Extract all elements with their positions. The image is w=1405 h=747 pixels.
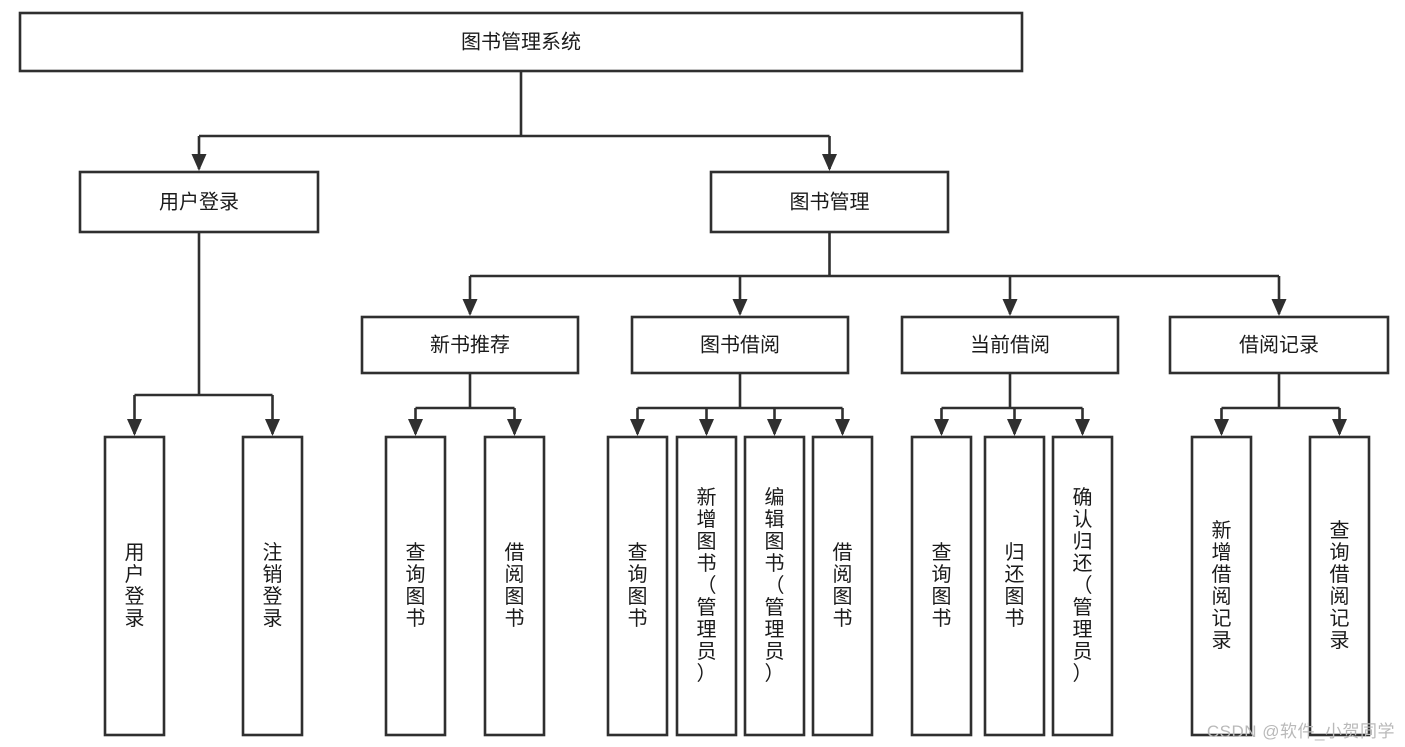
node-label: 用户登录 bbox=[159, 190, 239, 213]
arrow-head-icon bbox=[127, 419, 142, 436]
arrow-head-icon bbox=[699, 419, 714, 436]
node-user-login[interactable]: 用户登录 bbox=[78, 170, 320, 234]
node-leaf-query-book-c[interactable]: 查询图书 bbox=[910, 435, 973, 737]
arrow-head-icon bbox=[630, 419, 645, 436]
node-leaf-add-book-admin[interactable]: 新增图书（管理员） bbox=[675, 435, 738, 737]
node-leaf-user-logout[interactable]: 注销登录 bbox=[241, 435, 304, 737]
node-label: 注销登录 bbox=[263, 541, 283, 630]
node-label: 图书借阅 bbox=[700, 333, 780, 356]
arrow-head-icon bbox=[732, 299, 748, 316]
node-label: 确认归还（管理员） bbox=[1073, 486, 1093, 685]
arrow-head-icon bbox=[1002, 299, 1018, 316]
arrow-head-icon bbox=[822, 154, 837, 171]
node-leaf-add-record[interactable]: 新增借阅记录 bbox=[1190, 435, 1253, 737]
arrow-head-icon bbox=[934, 419, 949, 436]
node-book-borrow[interactable]: 图书借阅 bbox=[630, 315, 850, 375]
node-current-borrow[interactable]: 当前借阅 bbox=[900, 315, 1120, 375]
node-label: 图书管理系统 bbox=[461, 30, 581, 53]
arrow-head-icon bbox=[191, 154, 207, 171]
arrow-head-icon bbox=[462, 299, 478, 316]
node-leaf-confirm-return-admin[interactable]: 确认归还（管理员） bbox=[1051, 435, 1114, 737]
node-label: 查询图书 bbox=[932, 541, 952, 630]
node-label: 新书推荐 bbox=[430, 333, 510, 356]
node-label: 新增借阅记录 bbox=[1212, 519, 1232, 652]
node-leaf-query-book-rec[interactable]: 查询图书 bbox=[384, 435, 447, 737]
node-label: 借阅图书 bbox=[505, 541, 525, 630]
node-label: 当前借阅 bbox=[970, 333, 1050, 356]
csdn-watermark: CSDN @软件_小贺同学 bbox=[1206, 722, 1395, 741]
node-label: 查询图书 bbox=[628, 541, 648, 630]
node-leaf-user-login[interactable]: 用户登录 bbox=[103, 435, 166, 737]
node-label: 归还图书 bbox=[1005, 541, 1025, 630]
arrow-head-icon bbox=[265, 419, 280, 436]
node-leaf-query-book-b[interactable]: 查询图书 bbox=[606, 435, 669, 737]
node-leaf-borrow-book-b[interactable]: 借阅图书 bbox=[811, 435, 874, 737]
node-label: 借阅图书 bbox=[833, 541, 853, 630]
node-leaf-return-book[interactable]: 归还图书 bbox=[983, 435, 1046, 737]
node-label: 新增图书（管理员） bbox=[697, 486, 717, 685]
arrow-head-icon bbox=[1332, 419, 1347, 436]
node-layer: 图书管理系统用户登录图书管理新书推荐图书借阅当前借阅借阅记录用户登录注销登录查询… bbox=[18, 11, 1390, 737]
node-label: 借阅记录 bbox=[1239, 333, 1319, 356]
node-label: 图书管理 bbox=[790, 190, 870, 213]
node-book-manage[interactable]: 图书管理 bbox=[709, 170, 950, 234]
arrow-head-icon bbox=[1271, 299, 1287, 316]
connector-layer bbox=[127, 71, 1347, 436]
node-leaf-edit-book-admin[interactable]: 编辑图书（管理员） bbox=[743, 435, 806, 737]
node-label: 查询借阅记录 bbox=[1330, 519, 1350, 652]
arrow-head-icon bbox=[507, 419, 522, 436]
node-label: 编辑图书（管理员） bbox=[765, 486, 785, 685]
node-leaf-query-record[interactable]: 查询借阅记录 bbox=[1308, 435, 1371, 737]
arrow-head-icon bbox=[1214, 419, 1229, 436]
node-root[interactable]: 图书管理系统 bbox=[18, 11, 1024, 73]
node-leaf-borrow-book-rec[interactable]: 借阅图书 bbox=[483, 435, 546, 737]
arrow-head-icon bbox=[767, 419, 782, 436]
arrow-head-icon bbox=[408, 419, 423, 436]
node-label: 查询图书 bbox=[406, 541, 426, 630]
arrow-head-icon bbox=[1075, 419, 1090, 436]
node-new-book-rec[interactable]: 新书推荐 bbox=[360, 315, 580, 375]
arrow-head-icon bbox=[835, 419, 850, 436]
arrow-head-icon bbox=[1007, 419, 1022, 436]
node-borrow-record[interactable]: 借阅记录 bbox=[1168, 315, 1390, 375]
node-label: 用户登录 bbox=[125, 542, 145, 630]
